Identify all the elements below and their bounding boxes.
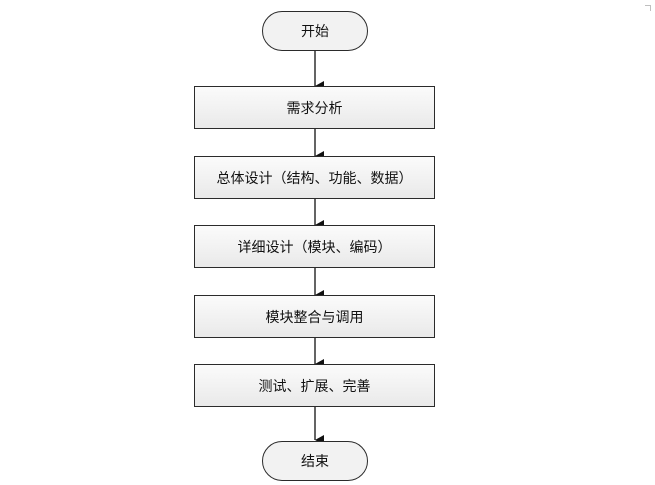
step-module-integration: 模块整合与调用 — [194, 295, 435, 338]
start-terminal: 开始 — [262, 11, 368, 51]
page-corner-mark — [645, 5, 651, 11]
step-requirements-analysis: 需求分析 — [194, 86, 435, 129]
step-detailed-design: 详细设计（模块、编码） — [194, 225, 435, 268]
end-terminal: 结束 — [262, 441, 368, 481]
step-testing-extension-refinement: 测试、扩展、完善 — [194, 364, 435, 407]
step-overall-design: 总体设计（结构、功能、数据） — [194, 156, 435, 199]
